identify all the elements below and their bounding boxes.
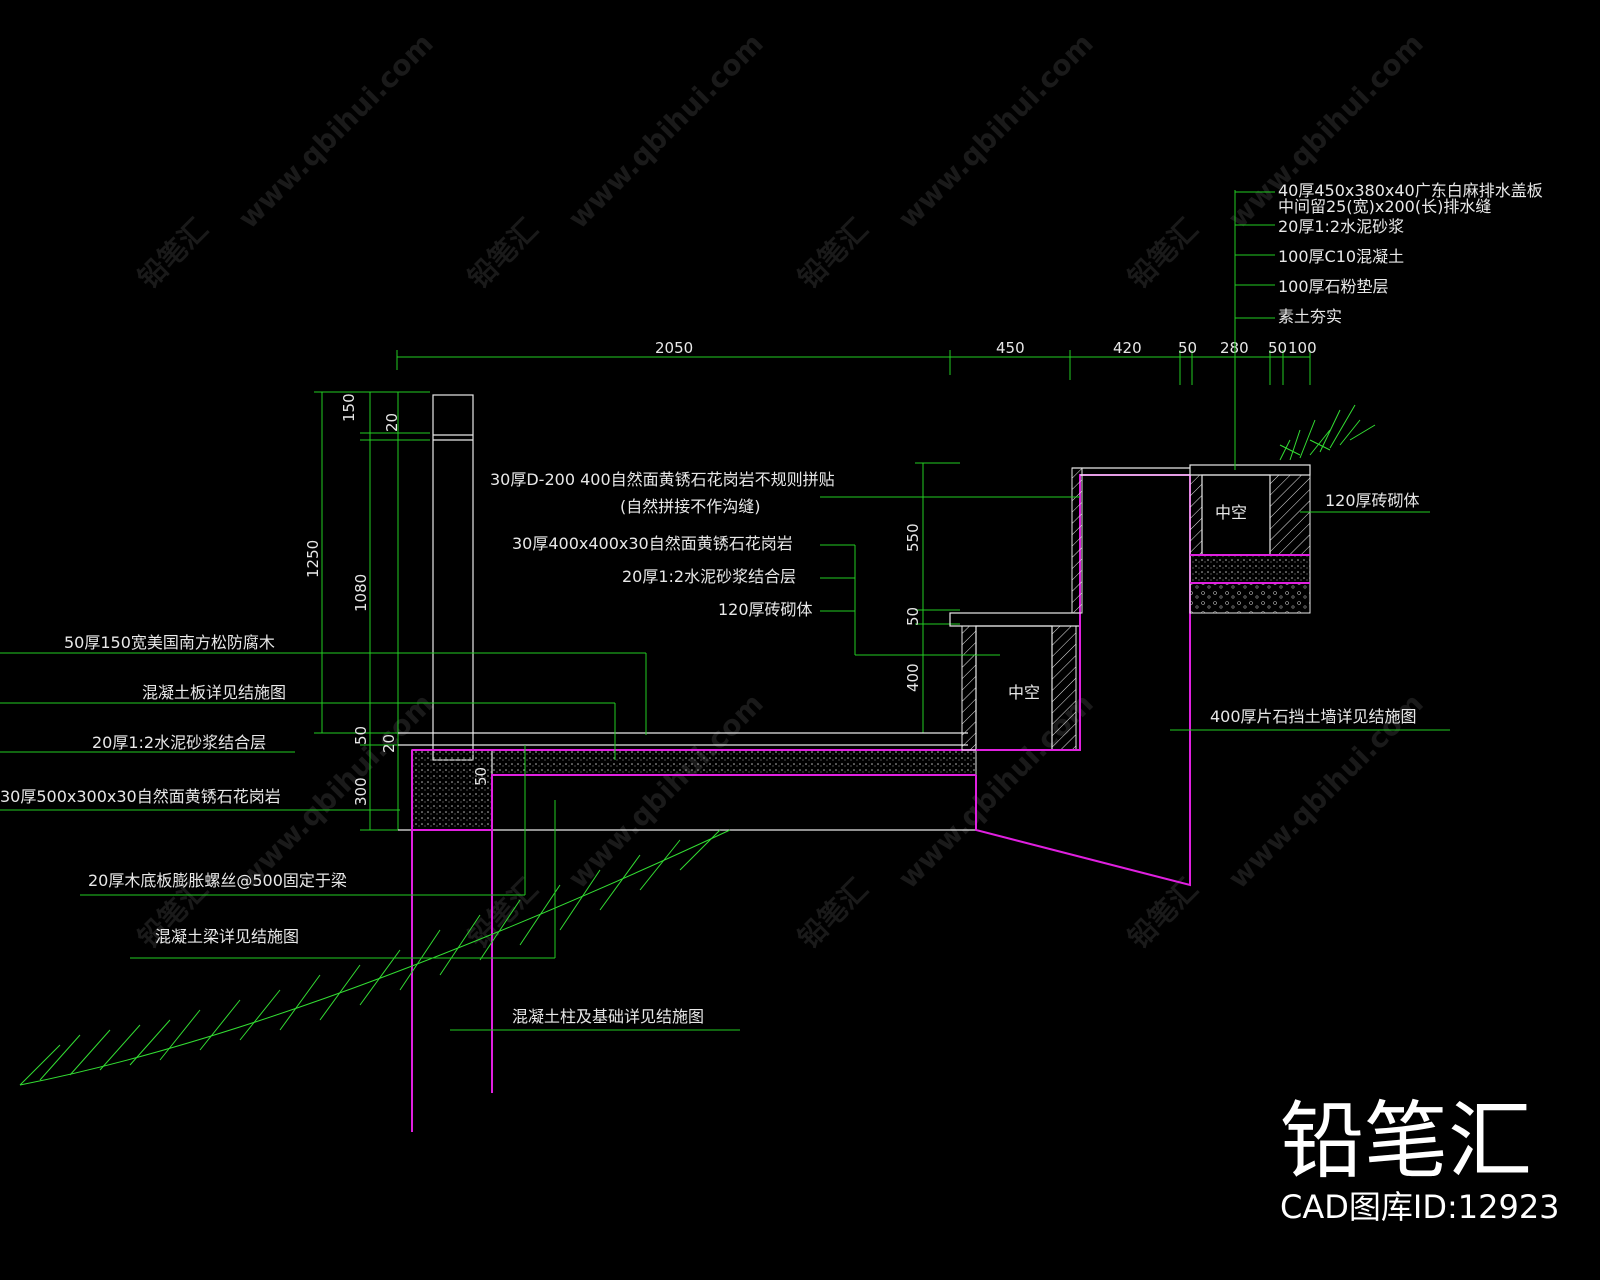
label-retaining-wall: 400厚片石挡土墙详见结施图: [1210, 707, 1417, 726]
drain-channel: 中空: [1189, 464, 1311, 614]
step-dimension-lines: 550 50 400: [904, 462, 960, 734]
floor-structure: [398, 475, 1191, 1132]
dim-50b: 50: [1268, 339, 1287, 357]
watermark-text: 铅笔汇: [462, 212, 545, 295]
dim-20-top: 20: [383, 413, 401, 432]
brand-id: CAD图库ID:12923: [1280, 1188, 1560, 1226]
dim-400: 400: [904, 663, 922, 692]
grass-right: [1279, 404, 1376, 461]
brand-name: 铅笔汇: [1280, 1092, 1532, 1190]
label-drain-soil: 素土夯实: [1278, 307, 1342, 326]
leader-lines: [0, 190, 1450, 1031]
watermark-text: 铅笔汇: [792, 212, 875, 295]
label-drain-cover: 40厚450x380x40广东白麻排水盖板: [1278, 181, 1543, 200]
label-brick-step: 120厚砖砌体: [718, 600, 813, 619]
hollow-right-label: 中空: [1215, 503, 1247, 522]
watermark-text: 铅笔汇: [1122, 212, 1205, 295]
dim-450: 450: [996, 339, 1025, 357]
label-brick-right: 120厚砖砌体: [1325, 491, 1420, 510]
watermark-url: www.qbihui.com: [562, 27, 770, 235]
watermark-text: 铅笔汇: [462, 872, 545, 955]
label-beam: 混凝土梁详见结施图: [155, 927, 299, 946]
watermark-url: www.qbihui.com: [892, 27, 1100, 235]
dim-280: 280: [1220, 339, 1249, 357]
label-granite-cap: 30厚400x400x30自然面黄锈石花岗岩: [512, 534, 793, 553]
top-dimension-line: 2050 450 420 50 280 50 100: [396, 339, 1317, 385]
dim-1080: 1080: [352, 574, 370, 612]
watermark-text: 铅笔汇: [132, 212, 215, 295]
label-column: 混凝土柱及基础详见结施图: [512, 1007, 704, 1026]
label-drain-stone-powder: 100厚石粉垫层: [1278, 277, 1389, 296]
hollow-step-label: 中空: [1008, 683, 1040, 702]
watermark-url: www.qbihui.com: [562, 687, 770, 895]
dim-2050: 2050: [655, 339, 693, 357]
watermark-layer: 铅笔汇 www.qbihui.com 铅笔汇 www.qbihui.com 铅笔…: [132, 27, 1430, 955]
label-granite-wall-note: (自然拼接不作沟缝): [620, 497, 761, 516]
watermark-text: 铅笔汇: [792, 872, 875, 955]
label-timber: 50厚150宽美国南方松防腐木: [64, 633, 275, 652]
dim-150: 150: [340, 393, 358, 422]
label-granite-floor: 30厚500x300x30自然面黄锈石花岗岩: [0, 787, 281, 806]
timber-post: [432, 394, 474, 761]
dim-300: 300: [352, 777, 370, 806]
step-planter: 中空: [949, 467, 1190, 751]
dim-550: 550: [904, 523, 922, 552]
dim-50-left: 50: [352, 726, 370, 745]
label-mortar-cap: 20厚1:2水泥砂浆结合层: [622, 567, 796, 586]
dim-20-left: 20: [380, 734, 398, 753]
dim-100: 100: [1288, 339, 1317, 357]
label-granite-wall: 30厚D-200 400自然面黄锈石花岗岩不规则拼贴: [490, 470, 835, 489]
grass-slope: [19, 829, 731, 1086]
label-timber-base: 20厚木底板膨胀螺丝@500固定于梁: [88, 871, 347, 890]
dim-1250: 1250: [304, 540, 322, 578]
annotation-labels: 40厚450x380x40广东白麻排水盖板 中间留25(宽)x200(长)排水缝…: [0, 181, 1543, 1026]
brand-watermark: 铅笔汇 CAD图库ID:12923: [1280, 1092, 1560, 1226]
label-slab: 混凝土板详见结施图: [142, 683, 286, 702]
label-drain-concrete: 100厚C10混凝土: [1278, 247, 1404, 266]
label-mortar-bed: 20厚1:2水泥砂浆结合层: [92, 733, 266, 752]
dim-50-step: 50: [904, 607, 922, 626]
watermark-url: www.qbihui.com: [232, 27, 440, 235]
dim-420: 420: [1113, 339, 1142, 357]
dim-50a: 50: [1178, 339, 1197, 357]
label-drain-mortar: 20厚1:2水泥砂浆: [1278, 217, 1404, 236]
watermark-text: 铅笔汇: [1122, 872, 1205, 955]
label-drain-slot: 中间留25(宽)x200(长)排水缝: [1278, 197, 1491, 216]
